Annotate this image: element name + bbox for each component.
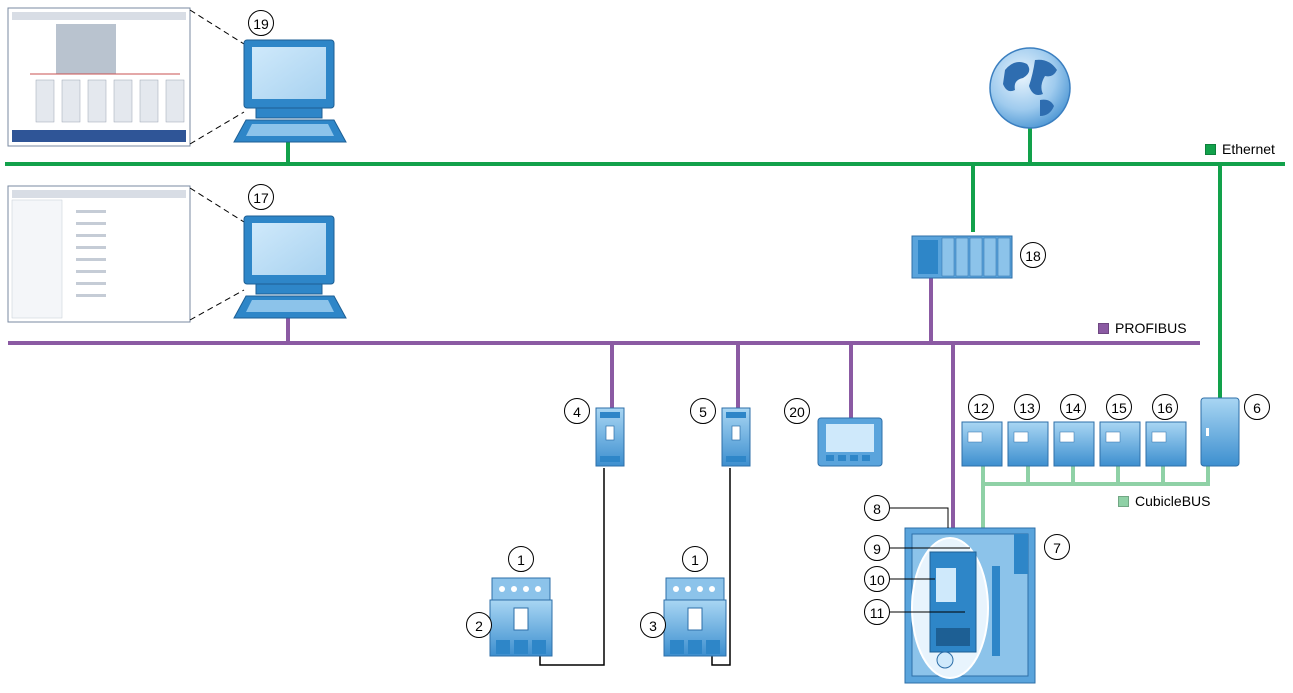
zoom-lines-17 xyxy=(189,187,245,321)
cubiclebus-swatch xyxy=(1118,496,1129,507)
callout-1-left: 1 xyxy=(508,546,534,572)
switchgear-icon-7 xyxy=(904,527,1036,684)
module-icon-14 xyxy=(1053,421,1095,467)
callout-9: 9 xyxy=(864,535,890,561)
module-icon-15 xyxy=(1099,421,1141,467)
profibus-swatch xyxy=(1098,323,1109,334)
module-icon-12 xyxy=(961,421,1003,467)
computer-icon-17 xyxy=(233,215,347,319)
callout-19: 19 xyxy=(248,10,274,36)
ethernet-bus xyxy=(5,128,1285,400)
callout-8: 8 xyxy=(864,495,890,521)
callout-2: 2 xyxy=(466,612,492,638)
circuit-breaker-icon-right xyxy=(663,577,727,657)
callout-13: 13 xyxy=(1014,394,1040,420)
module-icon-13 xyxy=(1007,421,1049,467)
callout-leaders xyxy=(890,507,970,613)
callout-3: 3 xyxy=(640,612,666,638)
callout-12: 12 xyxy=(968,394,994,420)
legend-ethernet-label: Ethernet xyxy=(1222,141,1275,157)
callout-10: 10 xyxy=(864,566,890,592)
module-icon-16 xyxy=(1145,421,1187,467)
computer-icon-19 xyxy=(233,39,347,143)
zoom-lines-19 xyxy=(189,9,245,145)
callout-15: 15 xyxy=(1106,394,1132,420)
screenshot-thumbnail-19 xyxy=(7,7,191,147)
io-module-icon-4 xyxy=(595,407,625,467)
plc-icon-18 xyxy=(911,235,1013,279)
callout-11: 11 xyxy=(864,599,890,625)
legend-cubiclebus: CubicleBUS xyxy=(1118,493,1210,509)
callout-14: 14 xyxy=(1060,394,1086,420)
legend-cubiclebus-label: CubicleBUS xyxy=(1135,493,1211,509)
server-cabinet-icon-6 xyxy=(1200,397,1240,467)
callout-18: 18 xyxy=(1020,242,1046,268)
callout-4: 4 xyxy=(564,398,590,424)
circuit-breaker-icon-left xyxy=(489,577,553,657)
display-panel-icon-20 xyxy=(817,417,883,467)
device-cables xyxy=(539,468,731,666)
callout-1-right: 1 xyxy=(682,546,708,572)
legend-profibus-label: PROFIBUS xyxy=(1115,320,1187,336)
callout-7: 7 xyxy=(1044,534,1070,560)
io-module-icon-5 xyxy=(721,407,751,467)
callout-17: 17 xyxy=(248,184,274,210)
callout-16: 16 xyxy=(1152,394,1178,420)
legend-profibus: PROFIBUS xyxy=(1098,320,1187,336)
screenshot-thumbnail-17 xyxy=(7,185,191,323)
legend-ethernet: Ethernet xyxy=(1205,141,1275,157)
callout-5: 5 xyxy=(690,398,716,424)
globe-icon xyxy=(989,47,1071,129)
profibus-bus xyxy=(8,278,1200,528)
ethernet-swatch xyxy=(1205,144,1216,155)
callout-6: 6 xyxy=(1244,394,1270,420)
callout-20: 20 xyxy=(784,398,810,424)
